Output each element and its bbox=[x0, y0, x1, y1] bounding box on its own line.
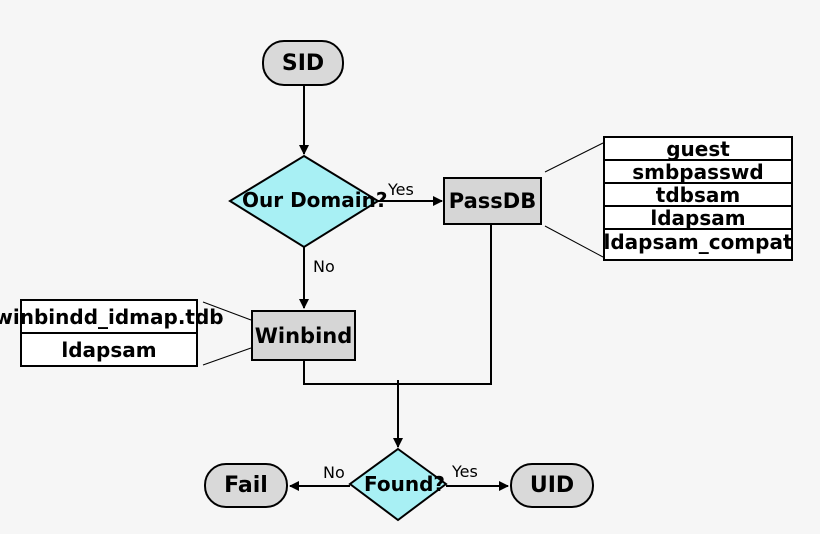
list-item: ldapsam_compat bbox=[603, 229, 793, 254]
uid-node: UID bbox=[510, 463, 594, 508]
passdb-list-connector-bottom bbox=[544, 225, 604, 258]
domain-yes-label: Yes bbox=[388, 180, 414, 199]
passdb-list-connector-top bbox=[544, 142, 604, 173]
list-item: smbpasswd bbox=[605, 160, 791, 184]
found-label: Found? bbox=[364, 472, 445, 496]
list-item: tdbsam bbox=[605, 183, 791, 207]
winbind-list-connector-bottom bbox=[202, 347, 252, 366]
our-domain-label: Our Domain? bbox=[242, 188, 388, 212]
passdb-backends-list: guest smbpasswd tdbsam ldapsam ldapsam_c… bbox=[603, 136, 793, 261]
passdb-node: PassDB bbox=[443, 177, 542, 225]
list-item: guest bbox=[605, 137, 791, 161]
list-item: ldapsam bbox=[61, 337, 157, 362]
sid-node: SID bbox=[262, 40, 344, 86]
winbind-node: Winbind bbox=[251, 310, 356, 361]
found-yes-label: Yes bbox=[452, 462, 478, 481]
domain-no-label: No bbox=[313, 257, 335, 276]
winbind-backends-list: winbindd_idmap.tdb ldapsam bbox=[0, 299, 224, 367]
list-item: ldapsam bbox=[605, 206, 791, 230]
found-no-label: No bbox=[323, 463, 345, 482]
winbind-list-connector-top bbox=[202, 301, 252, 321]
fail-node: Fail bbox=[204, 463, 288, 508]
found-diamond bbox=[348, 447, 448, 522]
list-item: winbindd_idmap.tdb bbox=[0, 301, 224, 334]
